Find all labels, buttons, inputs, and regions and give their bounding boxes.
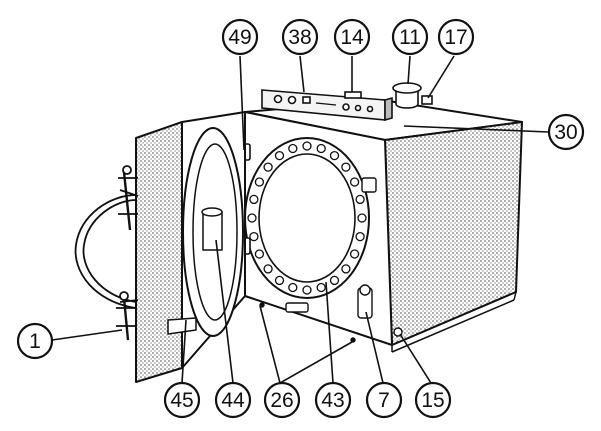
right-side-panel — [384, 121, 523, 346]
callout-30: 30 — [547, 113, 585, 151]
clamp-bolt — [349, 177, 360, 187]
clamp-bolt — [249, 194, 259, 205]
clamp-bolt — [254, 177, 265, 187]
clamp-bolt — [329, 275, 340, 286]
callout-7-label: 7 — [378, 389, 390, 412]
callout-43-label: 43 — [321, 389, 344, 412]
callout-11-label: 11 — [399, 26, 421, 49]
clamp-bolt — [302, 141, 312, 151]
leader-lines — [51, 55, 549, 384]
callout-30-label: 30 — [554, 121, 577, 144]
clamp-bolt — [355, 194, 365, 205]
clamp-bolt — [316, 282, 326, 293]
door-clamp-yoke — [74, 165, 139, 341]
callout-7: 7 — [365, 381, 403, 419]
callout-1: 1 — [16, 322, 54, 360]
callout-1-label: 1 — [29, 330, 41, 353]
clamp-bolt — [254, 249, 265, 259]
clamp-bolt — [288, 143, 298, 154]
callout-45-label: 45 — [170, 389, 193, 412]
callout-26-label: 26 — [270, 389, 293, 412]
callout-14: 14 — [333, 18, 371, 56]
callout-14-label: 14 — [340, 26, 364, 49]
callout-49: 49 — [221, 18, 259, 56]
callout-17-label: 17 — [444, 26, 467, 49]
callout-15-label: 15 — [421, 389, 444, 412]
callouts: 1 45 44 26 43 7 15 49 — [16, 18, 585, 419]
top-fittings — [344, 82, 433, 109]
clamp-bolt — [329, 150, 340, 161]
clamp-bolt — [247, 213, 257, 223]
callout-49-label: 49 — [228, 26, 251, 49]
callout-38-label: 38 — [288, 26, 311, 49]
clamp-bolt — [263, 264, 273, 274]
callout-45: 45 — [163, 381, 201, 419]
clamp-bolt — [288, 282, 298, 293]
callout-15: 15 — [414, 381, 452, 419]
clamp-bolt — [355, 231, 365, 242]
clamp-bolt — [274, 275, 285, 286]
clamp-bolt — [302, 285, 312, 295]
clamp-bolt — [341, 162, 351, 172]
clamp-bolt — [341, 264, 351, 274]
callout-38: 38 — [281, 18, 319, 56]
clamp-bolt — [316, 143, 326, 154]
callout-44: 44 — [214, 381, 252, 419]
clamp-bolt — [357, 213, 367, 223]
chamber-opening — [244, 137, 370, 299]
callout-17: 17 — [437, 18, 475, 56]
callout-44-label: 44 — [221, 389, 245, 412]
clamp-bolt — [249, 231, 259, 242]
callout-11: 11 — [391, 18, 429, 56]
door-outer-face — [135, 121, 183, 383]
callout-26: 26 — [263, 381, 301, 419]
open-door — [135, 111, 246, 383]
front-details — [259, 177, 403, 343]
callout-43: 43 — [314, 381, 352, 419]
clamp-bolt — [349, 249, 360, 259]
clamp-bolt — [263, 162, 273, 172]
clamp-bolt — [274, 150, 285, 161]
